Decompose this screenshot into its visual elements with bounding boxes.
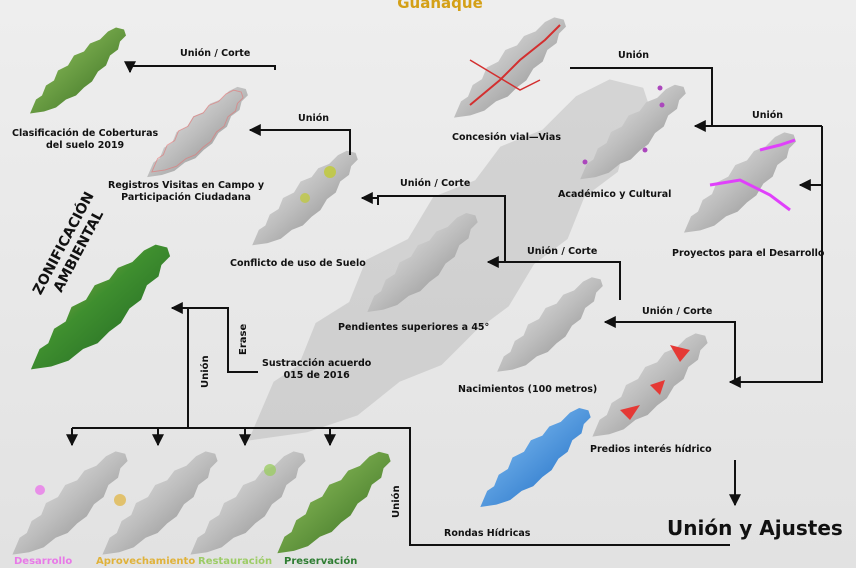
- op-union-right: Unión: [752, 110, 783, 122]
- op-union-corte-2: Unión / Corte: [400, 178, 470, 190]
- map-proyectos: [684, 132, 796, 232]
- label-pendientes: Pendientes superiores a 45°: [338, 322, 489, 334]
- map-conflicto: [252, 151, 358, 246]
- map-visitas: [147, 87, 248, 177]
- op-union-corte-4: Unión / Corte: [642, 306, 712, 318]
- op-union-corte-3: Unión / Corte: [527, 246, 597, 258]
- label-sustraccion: Sustracción acuerdo 015 de 2016: [262, 358, 371, 382]
- map-concesion: [454, 17, 566, 117]
- label-concesion: Concesión vial—Vias: [452, 132, 561, 144]
- label-proyectos: Proyectos para el Desarrollo: [672, 248, 824, 260]
- map-coberturas: [30, 28, 126, 114]
- map-rondas: [480, 408, 590, 507]
- zone-preservacion: Preservación: [284, 556, 357, 567]
- zone-restauracion: Restauración: [198, 556, 272, 567]
- diagram-title: Guanaque: [380, 0, 500, 12]
- label-conflicto: Conflicto de uso de Suelo: [230, 258, 366, 270]
- label-predios: Predios interés hídrico: [590, 444, 712, 456]
- label-union-ajustes: Unión y Ajustes: [667, 516, 843, 540]
- label-visitas: Registros Visitas en Campo y Participaci…: [108, 180, 264, 204]
- op-erase: Erase: [238, 324, 249, 355]
- zone-desarrollo: Desarrollo: [14, 556, 72, 567]
- label-coberturas: Clasificación de Coberturas del suelo 20…: [12, 128, 158, 152]
- op-union-vertical: Unión: [200, 355, 211, 388]
- op-union-corte-1: Unión / Corte: [180, 48, 250, 60]
- op-union-1: Unión: [298, 113, 329, 125]
- op-union-top: Unión: [618, 50, 649, 62]
- map-predios: [592, 333, 707, 436]
- label-academico: Académico y Cultural: [558, 189, 671, 201]
- label-rondas: Rondas Hídricas: [444, 528, 530, 540]
- zone-aprovechamiento: Aprovechamiento: [96, 556, 195, 567]
- label-nacimientos: Nacimientos (100 metros): [458, 384, 597, 396]
- op-union-bottom: Unión: [391, 485, 402, 518]
